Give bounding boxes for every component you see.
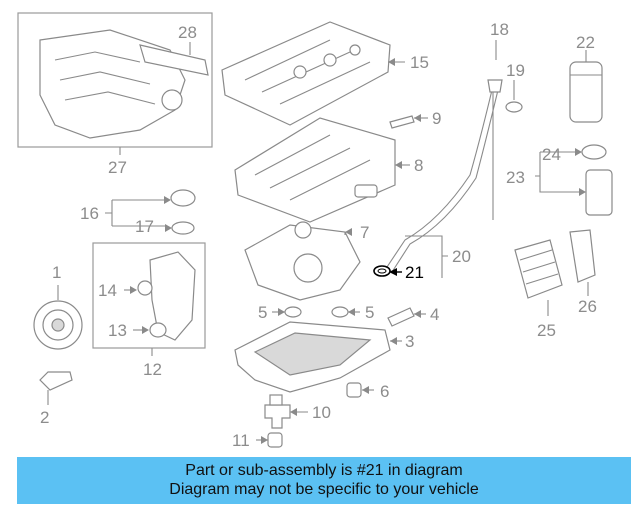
dipstick-group: 18 19 20 — [384, 20, 525, 278]
callout-2: 2 — [40, 408, 49, 427]
o-ring-21 — [373, 265, 391, 277]
dipstick-handle — [487, 79, 503, 93]
oil-filler-cap — [170, 189, 196, 207]
callout-20: 20 — [452, 247, 471, 266]
oil-level-sensor-group: 10 11 — [232, 394, 331, 450]
filter-element-23 — [585, 169, 613, 216]
sensor-4-group: 4 — [387, 305, 439, 327]
caption-line-1: Part or sub-assembly is #21 in diagram — [185, 462, 463, 479]
callout-27: 27 — [108, 158, 127, 177]
callout-23: 23 — [506, 168, 525, 187]
drain-plug — [346, 382, 362, 398]
callout-26: 26 — [578, 297, 597, 316]
callout-12: 12 — [143, 360, 162, 379]
parts-diagram: 27 28 15 8 9 7 — [17, 12, 613, 450]
caption-bar: Part or sub-assembly is #21 in diagram D… — [17, 457, 631, 504]
callout-13: 13 — [108, 321, 127, 340]
seal-19 — [505, 101, 523, 113]
sensor-4 — [387, 307, 415, 327]
callout-17: 17 — [135, 217, 154, 236]
seal-13 — [149, 322, 167, 338]
intake-manifold-box — [17, 12, 213, 148]
callout-8: 8 — [414, 156, 423, 175]
callout-11: 11 — [232, 431, 250, 450]
cap-group: 16 17 — [80, 189, 196, 236]
seal-24 — [581, 144, 607, 160]
seal-5-left — [284, 306, 302, 318]
timing-cover — [149, 251, 196, 341]
dipstick-tube — [384, 89, 493, 271]
drain-plug-group: 6 — [346, 382, 389, 401]
cap-seal — [171, 221, 195, 235]
callout-18: 18 — [490, 20, 509, 39]
callout-5-right: 5 — [365, 303, 374, 322]
callout-3: 3 — [405, 332, 414, 351]
oil-level-sensor — [264, 404, 291, 429]
timing-cover-box — [92, 242, 206, 349]
callout-19: 19 — [506, 61, 525, 80]
oil-cooler-group: 25 26 — [514, 229, 597, 340]
callout-21: 21 — [405, 263, 424, 282]
callout-25: 25 — [537, 321, 556, 340]
oil-filter-housing-group: 22 — [569, 33, 603, 123]
throttle-port — [161, 89, 183, 111]
callout-15: 15 — [410, 53, 429, 72]
intake-manifold — [39, 29, 186, 139]
manifold-flange — [139, 44, 209, 76]
filter-element-group: 24 23 — [506, 144, 613, 216]
pulley-bolt — [39, 371, 73, 391]
timing-housing-group: 7 — [244, 221, 369, 301]
callout-7: 7 — [360, 223, 369, 242]
callout-16: 16 — [80, 204, 99, 223]
callout-5-left: 5 — [258, 303, 267, 322]
oil-filter-22 — [569, 61, 603, 123]
seal-14 — [137, 280, 153, 296]
callout-10: 10 — [312, 403, 331, 422]
sensor-9-group: 9 — [389, 109, 441, 129]
callout-14: 14 — [98, 281, 117, 300]
crank-pulley-group: 1 2 — [33, 263, 83, 427]
sensor-9 — [389, 115, 415, 129]
callout-22: 22 — [576, 33, 595, 52]
sensor-plug — [267, 432, 283, 448]
oil-cooler-25 — [514, 239, 563, 299]
caption-line-2: Diagram may not be specific to your vehi… — [169, 481, 479, 498]
camshaft-housing — [234, 117, 396, 223]
gasket-26 — [569, 229, 596, 283]
seal-5-right — [331, 306, 349, 318]
camshaft-housing-group: 8 — [234, 117, 423, 223]
callout-4: 4 — [430, 305, 439, 324]
intake-manifold-group: 27 28 — [17, 12, 213, 177]
valve-cover-group: 15 — [221, 21, 429, 126]
callout-28: 28 — [178, 23, 197, 42]
callout-6: 6 — [380, 382, 389, 401]
callout-9: 9 — [432, 109, 441, 128]
callout-24: 24 — [542, 145, 561, 164]
timing-cover-group: 14 13 12 — [92, 242, 206, 379]
callout-1: 1 — [52, 263, 61, 282]
seal-5-group: 5 5 — [258, 303, 374, 322]
part-21-group: 21 — [373, 263, 424, 282]
oil-pan-group: 3 — [234, 321, 414, 393]
